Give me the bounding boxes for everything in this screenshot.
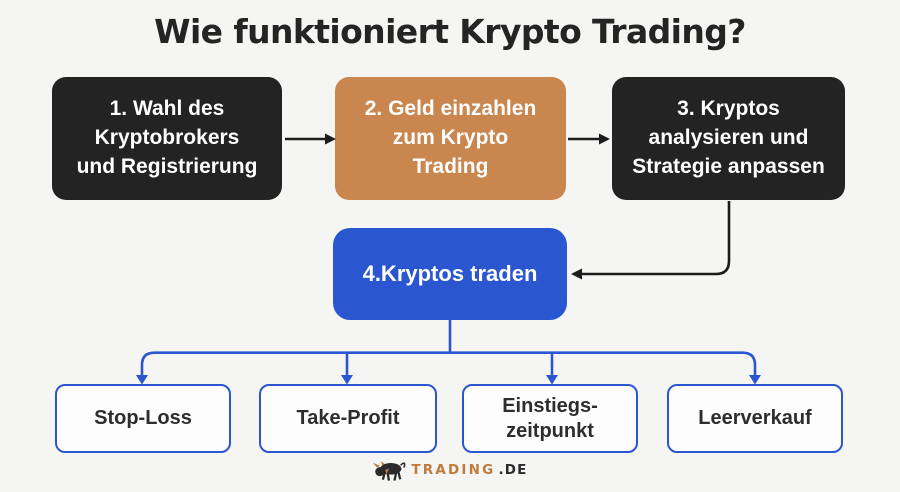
step1-line1: 1. Wahl des: [109, 97, 225, 121]
step-box-broker-choice: 1. Wahl des Kryptobrokers und Registrier…: [52, 77, 282, 200]
step2-line1: 2. Geld einzahlen: [364, 97, 537, 121]
arrow-step4-to-outcomes: [136, 320, 761, 385]
step-box-deposit-money: 2. Geld einzahlen zum Krypto Trading: [335, 77, 566, 200]
step2-line2: zum Krypto: [392, 126, 509, 150]
step3-line3: Strategie anpassen: [632, 154, 825, 178]
take-profit-label: Take-Profit: [296, 407, 400, 430]
short-sell-label: Leerverkauf: [698, 407, 812, 430]
outcome-box-entry-time: Einstiegs- zeitpunkt: [462, 384, 638, 453]
brand-logo: TRADING .DE: [0, 458, 900, 482]
outcome-box-stop-loss: Stop-Loss: [55, 384, 231, 453]
bull-icon: [373, 461, 406, 481]
step-box-analyze-strategy: 3. Kryptos analysieren und Strategie anp…: [612, 77, 845, 200]
step3-line1: 3. Kryptos: [677, 97, 780, 121]
logo-brand-text: TRADING: [411, 462, 496, 478]
arrow-step2-to-step3: [568, 133, 610, 145]
page-title: Wie funktioniert Krypto Trading?: [154, 12, 746, 51]
entry-time-line1: Einstiegs-: [502, 395, 598, 418]
entry-time-line2: zeitpunkt: [506, 419, 594, 442]
step2-line3: Trading: [412, 154, 489, 178]
arrow-step3-to-step4: [571, 201, 731, 280]
step-box-trade-kryptos: 4.Kryptos traden: [333, 228, 567, 320]
step4-label: 4.Kryptos traden: [362, 261, 538, 286]
step3-line2: analysieren und: [648, 126, 809, 150]
outcome-box-short-sell: Leerverkauf: [667, 384, 843, 453]
stop-loss-label: Stop-Loss: [94, 407, 192, 430]
step1-line2: Kryptobrokers: [94, 126, 240, 150]
logo-tld-text: .DE: [498, 462, 528, 478]
outcome-box-take-profit: Take-Profit: [259, 384, 437, 453]
step1-line3: und Registrierung: [76, 154, 258, 178]
arrow-step1-to-step2: [285, 133, 336, 145]
